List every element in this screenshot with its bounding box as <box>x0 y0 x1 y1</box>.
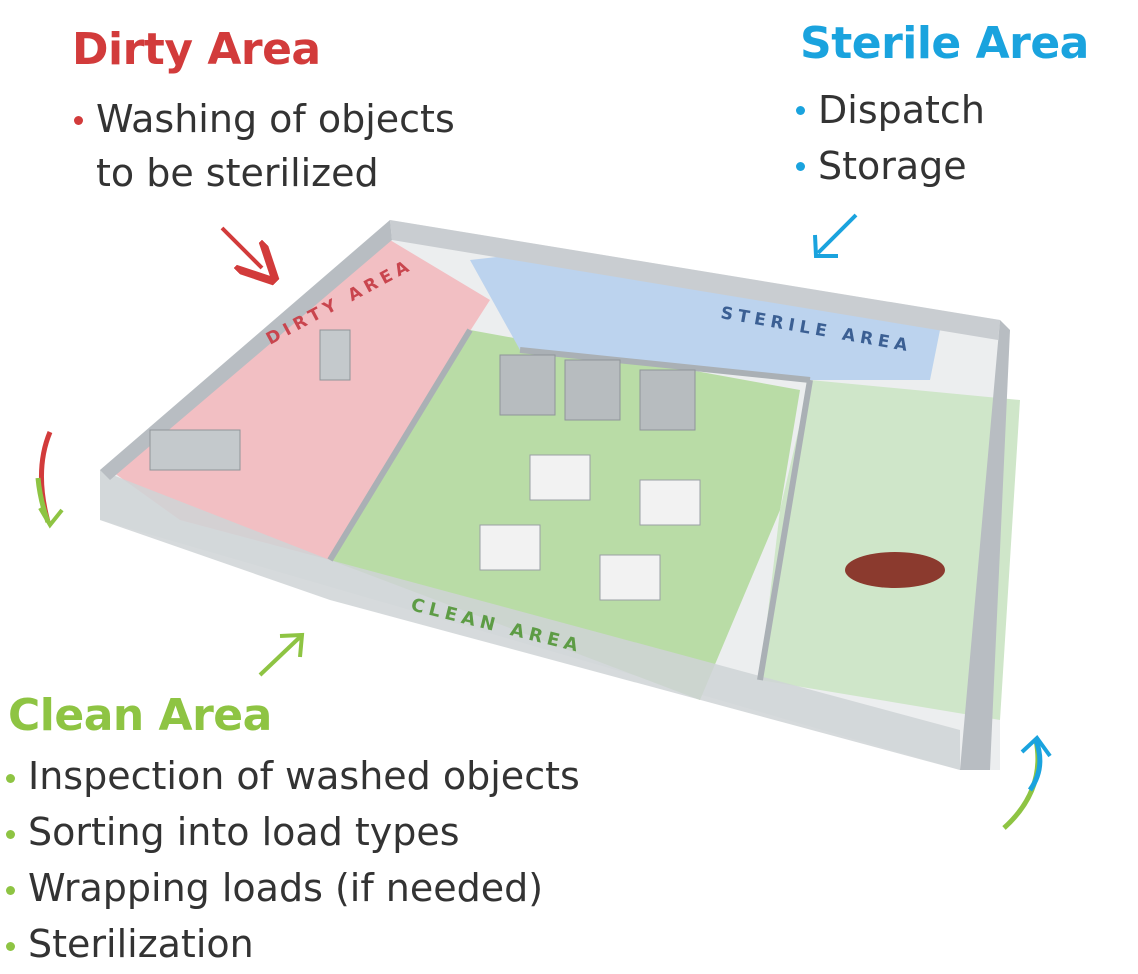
clean-item-sterilization: Sterilization <box>28 922 254 966</box>
sterile-arrow <box>813 213 858 258</box>
clean-arrow <box>258 632 305 677</box>
bullet-icon <box>6 886 15 895</box>
left-wall <box>100 220 392 480</box>
dirty-area-title: Dirty Area <box>72 24 321 75</box>
right-wall <box>960 320 1010 770</box>
sterile-area-item: Storage <box>796 138 1116 194</box>
dirty-area-item-line1: Washing of objects <box>96 97 455 141</box>
sterile-area-title: Sterile Area <box>800 18 1089 69</box>
dirty-area-item-cont: to be sterilized <box>74 146 504 200</box>
clean-item-wrapping: Wrapping loads (if needed) <box>28 866 544 910</box>
front-wall <box>100 470 960 770</box>
clean-item-sorting: Sorting into load types <box>28 810 460 854</box>
office-floor <box>760 380 1020 720</box>
dirty-area-list: Washing of objects to be sterilized <box>74 92 504 200</box>
clean-area-item: Inspection of washed objects <box>6 748 626 804</box>
clean-area-list: Inspection of washed objects Sorting int… <box>6 748 626 972</box>
partition-office <box>757 379 813 681</box>
sterile-area-list: Dispatch Storage <box>796 82 1116 194</box>
sterile-area-item: Dispatch <box>796 82 1116 138</box>
meeting-table <box>845 552 945 588</box>
sterile-item-storage: Storage <box>818 144 967 188</box>
washing-sinks <box>149 329 351 471</box>
dirty-area-item-line2: to be sterilized <box>96 151 379 195</box>
dirty-to-clean-flow-arrow <box>35 431 64 529</box>
clean-area-item: Sterilization <box>6 916 626 972</box>
sterilizer-units <box>499 354 696 431</box>
bullet-icon <box>796 162 805 171</box>
partition-sterile-clean <box>519 347 811 383</box>
bullet-icon <box>796 106 805 115</box>
clean-item-inspection: Inspection of washed objects <box>28 754 580 798</box>
sterile-area-floor <box>470 250 940 380</box>
clean-area-item: Wrapping loads (if needed) <box>6 860 626 916</box>
partition-dirty-clean <box>327 328 473 562</box>
bullet-icon <box>6 774 15 783</box>
dirty-arrow <box>220 226 262 268</box>
bullet-icon <box>74 116 83 125</box>
workbenches <box>479 454 701 601</box>
dirty-area-item: Washing of objects <box>74 92 504 146</box>
bullet-icon <box>6 942 15 951</box>
bullet-icon <box>6 830 15 839</box>
back-wall <box>390 220 1000 340</box>
clean-to-sterile-flow-arrow <box>1002 734 1052 830</box>
sterile-item-dispatch: Dispatch <box>818 88 985 132</box>
dirty-area-floor <box>110 240 490 560</box>
clean-area-item: Sorting into load types <box>6 804 626 860</box>
clean-area-title: Clean Area <box>8 690 272 741</box>
